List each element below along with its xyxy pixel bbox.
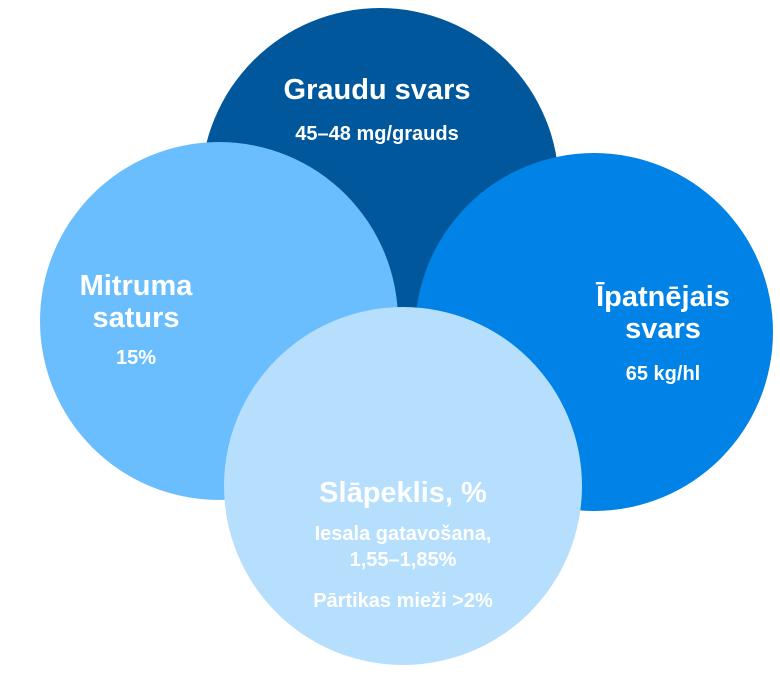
- circle-nitrogen: [224, 307, 582, 665]
- moisture-value: 15%: [115, 347, 157, 369]
- grain-weight-value: 45–48 mg/grauds: [295, 123, 459, 145]
- specific-weight-title-line1: Īpatnējais: [596, 281, 730, 313]
- nitrogen-title: Slāpeklis, %: [319, 477, 487, 509]
- moisture-title-line2: saturs: [92, 302, 180, 334]
- nitrogen-line2: 1,55–1,85%: [349, 549, 457, 571]
- nitrogen-line1: Iesala gatavošana,: [314, 523, 492, 545]
- specific-weight-value: 65 kg/hl: [625, 363, 701, 385]
- nitrogen-line3: Pārtikas mieži >2%: [313, 590, 493, 612]
- moisture-title-line1: Mitruma: [79, 270, 193, 302]
- specific-weight-title-line2: svars: [625, 313, 701, 345]
- grain-weight-title: Graudu svars: [283, 74, 471, 106]
